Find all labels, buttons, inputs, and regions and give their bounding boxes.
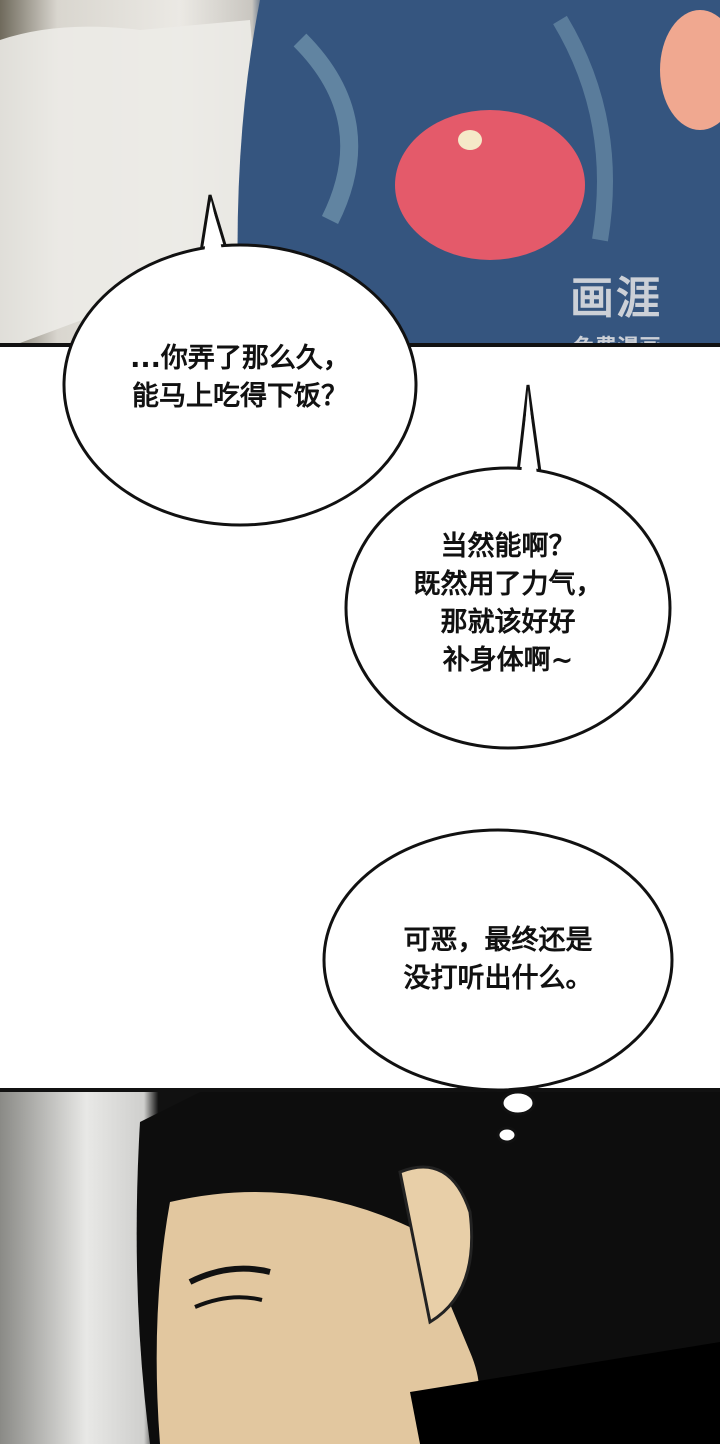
- bubble-line: ...你弄了那么久，: [130, 343, 350, 374]
- comic-panel-top: 画涯 免费漫画: [0, 0, 720, 347]
- man-face-illustration: [136, 1092, 720, 1444]
- bubble-line: 既然用了力气，: [413, 569, 603, 600]
- bubble-line: 补身体啊~: [442, 645, 574, 676]
- bubble-line: 可恶，最终还是: [403, 925, 593, 956]
- thought-bubble-text: 可恶，最终还是 没打听出什么。: [340, 922, 656, 998]
- watermark-logo: 画涯: [570, 273, 662, 324]
- speech-bubble-1-text: ...你弄了那么久， 能马上吃得下饭？: [80, 340, 400, 416]
- bubble-line: 能马上吃得下饭？: [132, 381, 348, 412]
- speech-bubble-2-tail: [516, 384, 542, 473]
- comic-panel-bottom: [0, 1088, 720, 1444]
- watermark-subtitle: 免费漫画: [573, 330, 661, 343]
- bubble-line: 当然能啊？: [440, 531, 576, 562]
- bubble-line: 那就该好好: [440, 607, 576, 638]
- bubble-line: 没打听出什么。: [403, 963, 593, 994]
- speech-bubble-2-text: 当然能啊？ 既然用了力气， 那就该好好 补身体啊~: [358, 528, 658, 680]
